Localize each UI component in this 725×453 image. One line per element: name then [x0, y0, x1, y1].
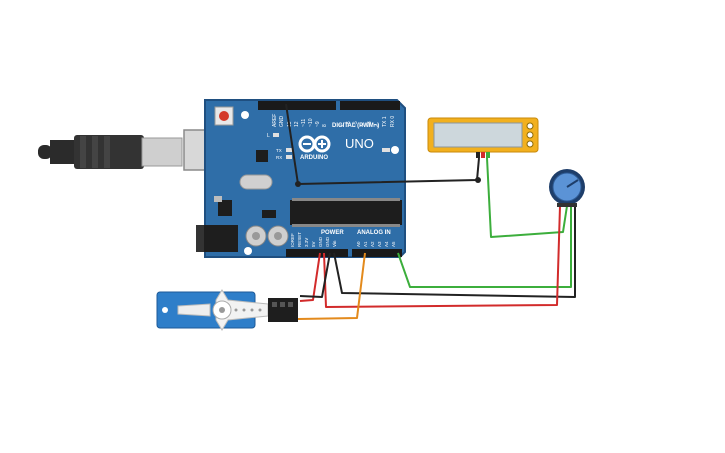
led-label-on: ON: [391, 148, 398, 153]
bottom-header: [286, 249, 402, 257]
pin-label: A0: [356, 241, 361, 247]
pin-label: 2: [374, 124, 380, 127]
wire-red-5v-servo[interactable]: [299, 252, 321, 302]
digital-header-label: DIGITAL (PWM~): [332, 123, 379, 129]
digital-header: [258, 101, 400, 110]
board-model: UNO: [345, 136, 374, 151]
pin-label: A3: [377, 241, 382, 247]
wires: [285, 103, 576, 320]
wire-black-display[interactable]: [285, 103, 480, 185]
pin-label: RX 0: [390, 116, 396, 127]
pin-label: IOREF: [290, 233, 295, 247]
wire-green-display-pot[interactable]: [486, 157, 568, 238]
pin-label: TX 1: [382, 116, 388, 127]
wire-green-analog-pot[interactable]: [397, 206, 572, 288]
pin-label: GND: [318, 236, 323, 247]
arduino-uno-board[interactable]: AREF GND 13 12 ~11 ~10 ~9 8 7 ~6 ~5 4 ~3…: [196, 99, 406, 258]
pin-label: A2: [370, 241, 375, 247]
pin-label: ~6: [346, 121, 352, 127]
power-header-label: POWER: [321, 230, 344, 236]
servo-connector: [268, 298, 298, 322]
servo-motor-icon[interactable]: [156, 289, 298, 331]
pin-label: A1: [363, 241, 368, 247]
pin-label: ~9: [315, 121, 321, 127]
pin-label: ~3: [367, 121, 373, 127]
led-label-l: L: [267, 133, 270, 139]
wire-black-gnd-pot[interactable]: [333, 206, 576, 298]
pin-label: GND: [279, 116, 285, 128]
analog-header-label: ANALOG IN: [357, 230, 391, 236]
pin-label: ~5: [353, 121, 359, 127]
pin-label: ~11: [301, 119, 307, 127]
pin-label: 5V: [311, 241, 316, 247]
pin-label: A4: [384, 241, 389, 247]
pin-label: 12: [294, 121, 300, 127]
pin-label: Vin: [332, 240, 337, 247]
led-label-tx: TX: [276, 148, 282, 153]
wire-black-gnd-servo[interactable]: [299, 252, 331, 298]
board-brand: ARDUINO: [300, 155, 328, 161]
pin-label: ~10: [308, 118, 314, 127]
pin-label: RESET: [297, 232, 302, 247]
pin-label: 3.3V: [304, 238, 309, 247]
pin-label: 8: [322, 124, 328, 127]
pin-label: 4: [360, 124, 366, 127]
wire-orange-signal-servo[interactable]: [297, 252, 366, 320]
lcd-display-icon[interactable]: [427, 117, 539, 158]
pin-label: GND: [325, 236, 330, 247]
atmega-chip: [290, 200, 402, 225]
pin-label: 7: [339, 124, 345, 127]
pin-label: A5: [391, 241, 396, 247]
led-label-rx: RX: [276, 155, 282, 160]
potentiometer-knob-icon[interactable]: [549, 169, 585, 207]
arduino-logo-icon: [298, 135, 331, 153]
pin-label: AREF: [272, 114, 278, 127]
